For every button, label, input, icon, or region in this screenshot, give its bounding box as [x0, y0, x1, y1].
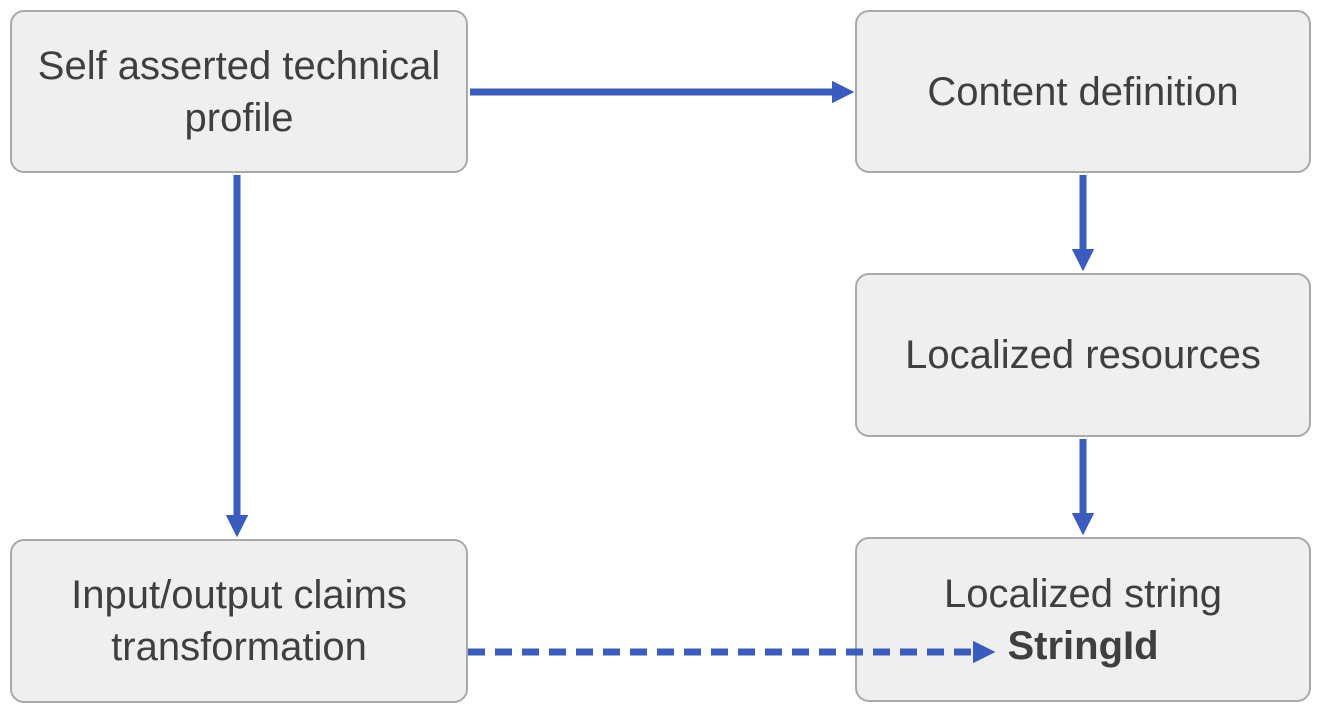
- node-input-output-claims-transformation: Input/output claims transformation: [10, 539, 468, 703]
- node-label: Self asserted technical profile: [37, 43, 441, 140]
- node-localized-string: Localized string StringId: [855, 537, 1311, 702]
- node-label: Content definition: [927, 69, 1239, 114]
- node-content-definition: Content definition: [855, 10, 1311, 173]
- node-self-asserted-technical-profile: Self asserted technical profile: [10, 10, 468, 173]
- node-label: Localized string: [944, 571, 1222, 616]
- node-sublabel-string-id: StringId: [1007, 623, 1159, 668]
- node-label: Input/output claims transformation: [71, 573, 407, 669]
- node-localized-resources: Localized resources: [855, 273, 1311, 437]
- node-label: Localized resources: [905, 333, 1261, 377]
